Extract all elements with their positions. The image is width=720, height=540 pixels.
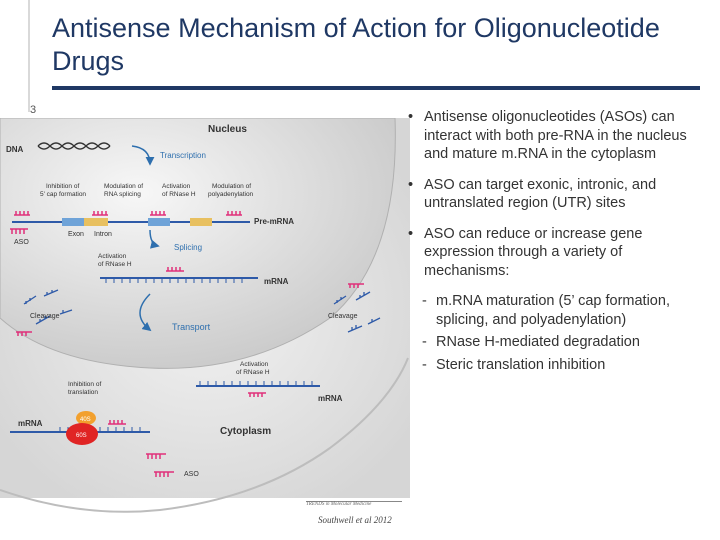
aso-cytoplasm-right (248, 392, 266, 397)
aso-cleavage-left (16, 331, 32, 336)
aso-nuclear-marker (166, 267, 184, 272)
journal-logo-text: TRENDS in Molecular Medicine (306, 501, 402, 511)
aso-bottom-label: ASO (184, 471, 199, 478)
sub-bullet-item: -m.RNA maturation (5’ cap formation, spl… (422, 293, 670, 328)
sub-bullet-text: Steric translation inhibition (436, 356, 606, 373)
pre-mrna-label: Pre-mRNA (254, 217, 294, 226)
nucleus-membrane (0, 118, 396, 369)
transcription-arrow (131, 145, 155, 166)
bullet-list: Antisense oligonucleotides (ASOs) can in… (408, 108, 708, 378)
pre-mrna-strand (12, 218, 250, 226)
aso-translation-marker (108, 420, 126, 425)
slide-number: 3 (30, 104, 37, 116)
aso-legend-icon (10, 228, 28, 234)
bullet-item: Antisense oligonucleotides (ASOs) can in… (408, 108, 708, 164)
aso-cleavage-right (348, 283, 364, 288)
transport-label: Transport (172, 322, 211, 332)
left-accent-bar (28, 0, 30, 112)
nucleus-label: Nucleus (208, 124, 247, 135)
cleavage-fragments-left (23, 289, 73, 325)
bullet-item: ASO can reduce or increase gene expressi… (408, 225, 708, 281)
cytoplasm-mrna-right-label: mRNA (318, 394, 343, 403)
cytoplasm-label: Cytoplasm (220, 426, 271, 437)
intron-label: Intron (94, 231, 112, 238)
aso-pre-mrna-markers (14, 211, 242, 216)
cleavage-fragments-right (333, 291, 381, 333)
sub-bullet-item: -Steric translation inhibition (422, 356, 606, 373)
slide-title: Antisense Mechanism of Action for Oligon… (52, 13, 660, 76)
exon-label: Exon (68, 231, 84, 238)
cleavage-label-right: Cleavage (328, 313, 358, 320)
cytoplasm-mrna-strand-right (196, 381, 320, 387)
sub-bullet-item: -RNase H-mediated degradation (422, 334, 640, 350)
sub-bullet-text: m.RNA maturation (5’ cap formation, spli… (436, 293, 670, 328)
dna-label: DNA (6, 145, 24, 154)
nuclear-mrna-label: mRNA (264, 277, 289, 286)
cytoplasm-mrna-left-label: mRNA (18, 419, 43, 428)
transport-arrow (139, 293, 152, 332)
dna-helix (37, 142, 111, 150)
ribosome-icon: 40S 60S (66, 411, 98, 445)
nuclear-mrna-strand (100, 277, 258, 283)
splicing-label: Splicing (174, 243, 202, 252)
title-underline (52, 86, 700, 90)
aso-legend-label: ASO (14, 239, 29, 246)
cleavage-label-left: Cleavage (30, 313, 60, 320)
ribosome-small-label: 40S (80, 417, 91, 423)
transcription-label: Transcription (160, 151, 206, 160)
bullet-item: ASO can target exonic, intronic, and unt… (408, 176, 708, 213)
figure-credit: Southwell et al 2012 (318, 515, 392, 525)
aso-bottom-icons (146, 453, 174, 477)
cytoplasm-edge (0, 357, 409, 513)
ribosome-large-label: 60S (76, 433, 87, 439)
splicing-arrow (149, 229, 160, 249)
sub-bullet-text: RNase H-mediated degradation (436, 334, 640, 350)
